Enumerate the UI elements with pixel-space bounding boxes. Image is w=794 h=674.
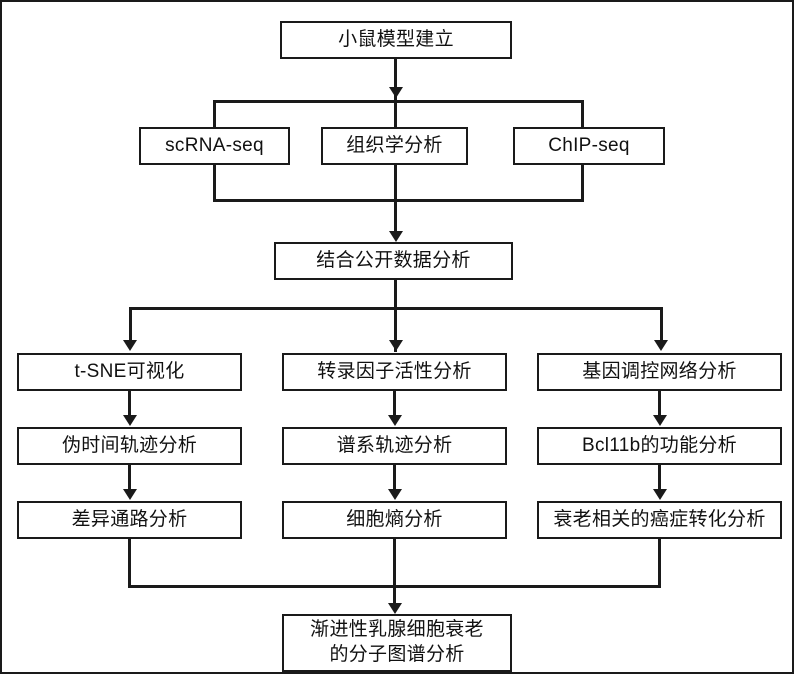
node-integration-label: 结合公开数据分析 bbox=[316, 250, 471, 272]
connector-scrna-down bbox=[213, 165, 216, 201]
connector-column-bus-right-drop bbox=[660, 307, 663, 345]
node-col-middle-step-2-label: 谱系轨迹分析 bbox=[336, 435, 453, 457]
connector-assay-bus-right-drop bbox=[581, 100, 584, 127]
connector-middle-1-2 bbox=[393, 391, 396, 417]
arrowhead-right-1-2 bbox=[653, 415, 667, 426]
node-scrna-seq-label: scRNA-seq bbox=[165, 135, 264, 157]
connector-right-col-tail bbox=[658, 539, 661, 588]
connector-left-col-tail bbox=[128, 539, 131, 588]
connector-assay-bus bbox=[213, 100, 584, 103]
arrowhead-middle-1-2 bbox=[388, 415, 402, 426]
arrowhead-integration bbox=[389, 231, 403, 242]
node-start-label: 小鼠模型建立 bbox=[338, 29, 454, 51]
connector-assay-bus-left-drop bbox=[213, 100, 216, 127]
arrowhead-conclusion bbox=[388, 603, 402, 614]
node-col-middle-step-1[interactable]: 转录因子活性分析 bbox=[282, 353, 507, 391]
node-col-left-step-1[interactable]: t-SNE可视化 bbox=[17, 353, 242, 391]
connector-right-2-3 bbox=[658, 465, 661, 491]
arrowhead-col-right bbox=[654, 340, 668, 351]
connector-merge-bus-assays bbox=[213, 199, 584, 202]
node-histology[interactable]: 组织学分析 bbox=[321, 127, 468, 165]
node-col-middle-step-3-label: 细胞熵分析 bbox=[346, 509, 443, 531]
node-col-right-step-1-label: 基因调控网络分析 bbox=[582, 361, 737, 383]
arrowhead-left-2-3 bbox=[123, 489, 137, 500]
node-col-middle-step-1-label: 转录因子活性分析 bbox=[317, 361, 472, 383]
arrowhead-right-2-3 bbox=[653, 489, 667, 500]
node-integration[interactable]: 结合公开数据分析 bbox=[274, 242, 513, 280]
node-chip-seq-label: ChIP-seq bbox=[548, 135, 630, 157]
arrowhead-start-down bbox=[389, 87, 403, 98]
node-col-left-step-3-label: 差异通路分析 bbox=[71, 509, 188, 531]
node-col-left-step-2-label: 伪时间轨迹分析 bbox=[61, 435, 198, 457]
node-col-middle-step-3[interactable]: 细胞熵分析 bbox=[282, 501, 507, 539]
connector-column-bus bbox=[129, 307, 663, 310]
node-conclusion-line-1: 渐进性乳腺细胞衰老 bbox=[310, 619, 484, 641]
connector-merge-bus-columns bbox=[128, 585, 661, 588]
node-col-middle-step-2[interactable]: 谱系轨迹分析 bbox=[282, 427, 507, 465]
arrowhead-left-1-2 bbox=[123, 415, 137, 426]
connector-middle-col-tail bbox=[393, 539, 396, 607]
arrowhead-middle-2-3 bbox=[388, 489, 402, 500]
arrowhead-col-left bbox=[123, 340, 137, 351]
node-start[interactable]: 小鼠模型建立 bbox=[280, 21, 512, 59]
node-conclusion-line-2: 的分子图谱分析 bbox=[329, 644, 465, 665]
node-col-left-step-2[interactable]: 伪时间轨迹分析 bbox=[17, 427, 242, 465]
node-col-right-step-2-label: Bcl11b的功能分析 bbox=[582, 435, 737, 457]
node-col-right-step-1[interactable]: 基因调控网络分析 bbox=[537, 353, 782, 391]
connector-middle-2-3 bbox=[393, 465, 396, 491]
connector-column-bus-left-drop bbox=[129, 307, 132, 345]
node-col-left-step-3[interactable]: 差异通路分析 bbox=[17, 501, 242, 539]
connector-assay-bus-mid-drop bbox=[394, 89, 397, 127]
node-col-right-step-3-label: 衰老相关的癌症转化分析 bbox=[553, 509, 766, 531]
connector-left-2-3 bbox=[128, 465, 131, 491]
node-col-right-step-3[interactable]: 衰老相关的癌症转化分析 bbox=[537, 501, 782, 539]
connector-left-1-2 bbox=[128, 391, 131, 417]
node-col-left-step-1-label: t-SNE可视化 bbox=[74, 361, 185, 383]
connector-chip-down bbox=[581, 165, 584, 201]
arrowhead-col-middle bbox=[389, 340, 403, 351]
node-scrna-seq[interactable]: scRNA-seq bbox=[139, 127, 290, 165]
node-chip-seq[interactable]: ChIP-seq bbox=[513, 127, 665, 165]
connector-start-down bbox=[394, 59, 397, 89]
connector-integration-down bbox=[394, 280, 397, 352]
connector-right-1-2 bbox=[658, 391, 661, 417]
node-histology-label: 组织学分析 bbox=[346, 135, 443, 157]
node-col-right-step-2[interactable]: Bcl11b的功能分析 bbox=[537, 427, 782, 465]
node-conclusion[interactable]: 渐进性乳腺细胞衰老 的分子图谱分析 bbox=[282, 614, 512, 672]
